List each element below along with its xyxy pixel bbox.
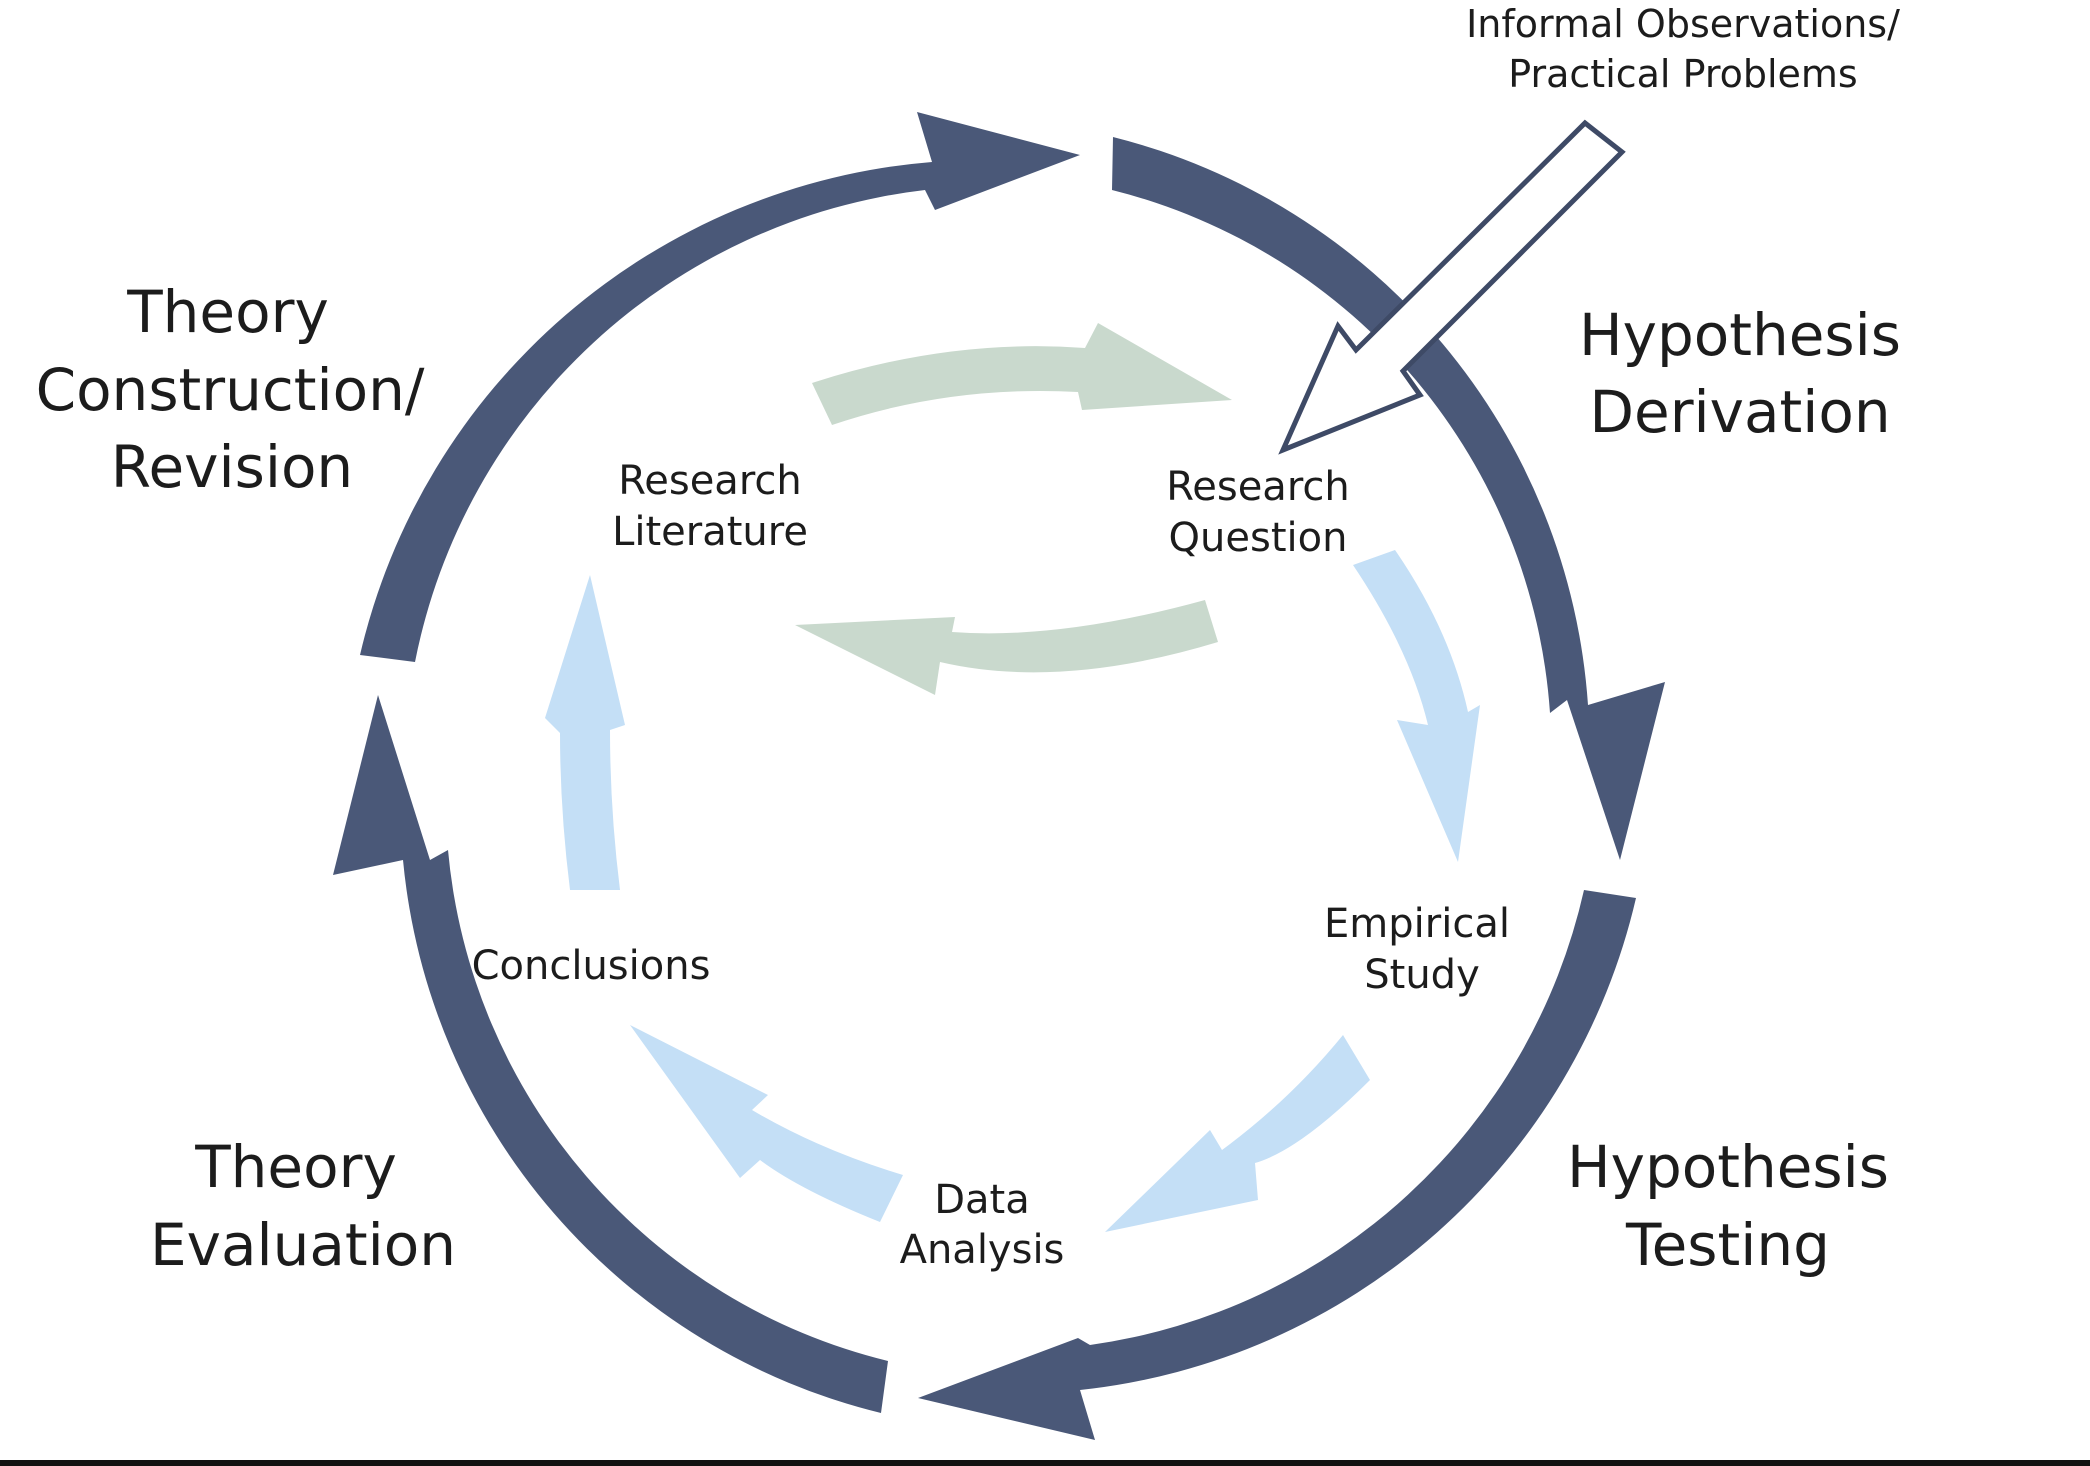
outer-arrow-testing-to-evaluation bbox=[918, 890, 1636, 1440]
label-theory-construction-line-3: Revision bbox=[111, 433, 353, 501]
label-research-question-line-1: Research bbox=[1166, 464, 1349, 510]
label-theory-construction-line-1: Theory bbox=[126, 278, 329, 346]
cycle-arrow-empirical-to-analysis bbox=[1105, 1035, 1370, 1232]
label-research-literature-line-1: Research bbox=[618, 458, 801, 504]
input-label-line-2: Practical Problems bbox=[1508, 52, 1857, 96]
label-hypothesis-testing: Hypothesis Testing bbox=[1567, 1133, 1889, 1279]
study-cycle-arrows bbox=[545, 550, 1480, 1232]
label-hypothesis-derivation-line-2: Derivation bbox=[1589, 378, 1890, 446]
outer-arrow-evaluation-to-construction bbox=[333, 695, 888, 1413]
bottom-border bbox=[0, 1460, 2090, 1466]
cycle-arrow-conclusions-to-literature bbox=[545, 575, 625, 890]
label-data-analysis-line-2: Analysis bbox=[900, 1227, 1065, 1273]
loop-arrow-question-to-literature bbox=[795, 600, 1218, 695]
input-label-line-1: Informal Observations/ bbox=[1466, 2, 1900, 46]
label-conclusions: Conclusions bbox=[472, 943, 711, 989]
label-theory-construction: Theory Construction/ Revision bbox=[36, 278, 425, 501]
label-hypothesis-testing-line-1: Hypothesis bbox=[1567, 1133, 1889, 1201]
label-research-literature: Research Literature bbox=[612, 458, 808, 555]
label-theory-evaluation-line-2: Evaluation bbox=[150, 1211, 456, 1279]
label-research-question: Research Question bbox=[1166, 464, 1349, 561]
cycle-arrow-question-to-empirical bbox=[1353, 550, 1480, 862]
input-label: Informal Observations/ Practical Problem… bbox=[1466, 2, 1900, 96]
label-theory-construction-line-2: Construction/ bbox=[36, 356, 425, 424]
label-theory-evaluation: Theory Evaluation bbox=[150, 1133, 456, 1279]
label-hypothesis-derivation: Hypothesis Derivation bbox=[1579, 301, 1901, 446]
label-hypothesis-testing-line-2: Testing bbox=[1625, 1211, 1830, 1279]
label-data-analysis-line-1: Data bbox=[934, 1177, 1030, 1223]
label-data-analysis: Data Analysis bbox=[900, 1177, 1065, 1273]
label-research-literature-line-2: Literature bbox=[612, 509, 808, 555]
loop-arrow-literature-to-question bbox=[812, 323, 1232, 425]
input-arrow bbox=[1278, 119, 1626, 455]
label-empirical-study-line-2: Study bbox=[1364, 952, 1480, 998]
label-empirical-study-line-1: Empirical bbox=[1324, 901, 1510, 947]
cycle-arrow-analysis-to-conclusions bbox=[630, 1025, 903, 1222]
label-hypothesis-derivation-line-1: Hypothesis bbox=[1579, 301, 1901, 369]
outer-arrow-theory-to-derivation bbox=[360, 112, 1080, 662]
label-research-question-line-2: Question bbox=[1169, 515, 1348, 561]
outer-arrow-derivation-to-testing bbox=[1112, 137, 1665, 860]
label-empirical-study: Empirical Study bbox=[1324, 901, 1510, 998]
label-theory-evaluation-line-1: Theory bbox=[194, 1133, 397, 1201]
outer-cycle-arrows bbox=[333, 112, 1665, 1440]
research-loop-arrows bbox=[795, 323, 1232, 695]
